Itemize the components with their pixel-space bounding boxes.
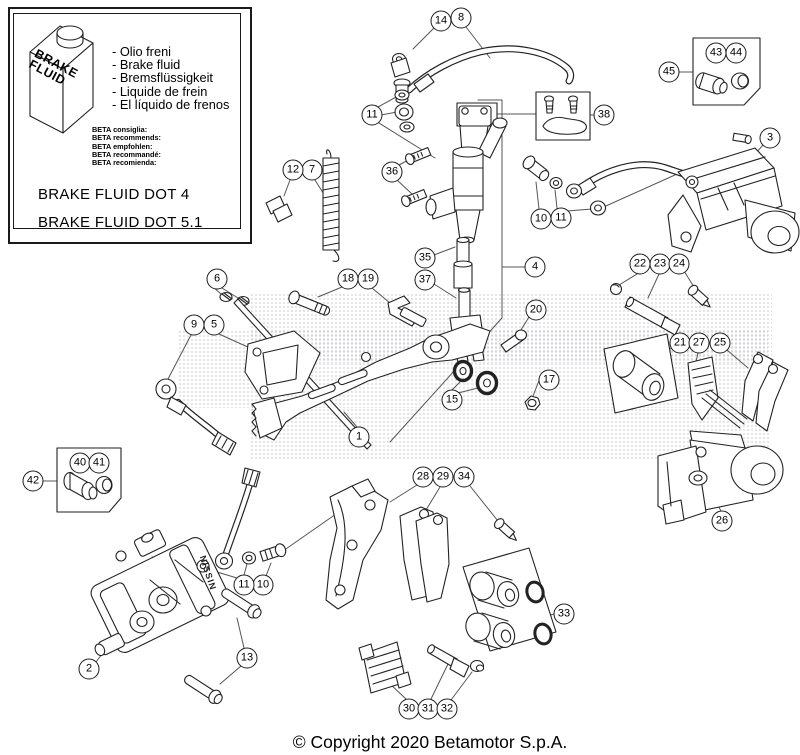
rear-piston-box <box>603 333 679 414</box>
fluid-name: - Brake fluid <box>112 57 181 73</box>
fluid-name-list: - Olio freni - Brake fluid - Bremsflüssi… <box>112 45 229 111</box>
rear-brake-hose <box>405 45 575 94</box>
piston-40 <box>63 471 98 501</box>
bleed-parts <box>609 282 711 336</box>
brake-fluid-info-box-inner <box>13 13 241 229</box>
pivot-bolt-18 <box>288 290 331 316</box>
rear-piston-kit-box <box>692 37 761 106</box>
front-brake-pads-29 <box>399 506 450 603</box>
piston-43 <box>695 72 728 95</box>
cap-screw <box>567 95 579 114</box>
brake-pedal <box>251 323 491 441</box>
rear-master-cylinder <box>425 105 508 244</box>
front-piston-kit-box <box>56 447 122 513</box>
rear-caliper-hose <box>569 161 698 198</box>
brake-fluid-info-box <box>8 7 252 244</box>
front-banjo-bolt-10 <box>259 543 287 562</box>
piston-seal-kit-box <box>462 547 557 652</box>
caliper-bracket-26 <box>657 430 784 525</box>
boot-44 <box>730 72 750 90</box>
pedal-bracket-5 <box>244 330 321 400</box>
front-caliper <box>90 529 230 657</box>
front-banjo-washers-11 <box>196 551 257 573</box>
beta-line: BETA consiglia: <box>92 125 148 134</box>
dot51-spec: BRAKE FLUID DOT 5.1 <box>38 214 203 231</box>
copyright-text: © Copyright 2020 Betamotor S.p.A. <box>292 732 568 752</box>
pedal-spring <box>322 149 340 262</box>
boot-41 <box>95 475 113 495</box>
fluid-name: - Bremsflüssigkeit <box>112 70 213 86</box>
pad-pin-31 <box>427 644 470 678</box>
hose-clip <box>265 195 293 223</box>
pivot-washers-15 <box>452 359 499 396</box>
cap-screw <box>543 95 555 114</box>
dot4-spec: BRAKE FLUID DOT 4 <box>38 186 190 203</box>
rear-banjo-bolt-10 <box>522 155 550 182</box>
front-brake-hose <box>214 467 261 570</box>
fluid-name: - Olio freni <box>112 44 172 59</box>
beta-line: BETA recommends: <box>92 133 161 143</box>
pad-spring-30 <box>358 641 412 694</box>
bleed-valve-34 <box>493 518 517 541</box>
pin-cap-32 <box>469 659 485 673</box>
caliper-bolts-13 <box>184 588 262 705</box>
beta-line: BETA empfohlen: <box>92 141 153 151</box>
fluid-name: - Liquide de frein <box>112 83 208 99</box>
beta-line: BETA recommandé: <box>92 149 161 159</box>
rear-banjo-washers-11 <box>549 176 607 216</box>
reservoir-cap-plate <box>542 116 587 135</box>
beta-line: BETA recomienda: <box>92 158 157 168</box>
clevis-clip-19 <box>387 295 427 327</box>
rear-caliper <box>667 132 800 254</box>
rear-brake-pads-25 <box>741 351 789 432</box>
pad-shim-27 <box>687 356 748 429</box>
brake-fluid-bottle <box>29 25 94 134</box>
pivot-hose-9 <box>155 378 237 456</box>
caliper-support-28 <box>325 478 389 610</box>
mount-screws-36 <box>401 146 432 207</box>
reservoir-cap-kit-box <box>535 91 591 141</box>
fluid-name: - El líquido de frenos <box>112 96 230 112</box>
banjo-washers <box>394 89 415 133</box>
cotter-pin-20 <box>500 329 528 353</box>
beta-recommendation-list: BETA consiglia: BETA recommends: BETA em… <box>92 125 161 168</box>
pivot-nut-17 <box>524 395 541 411</box>
